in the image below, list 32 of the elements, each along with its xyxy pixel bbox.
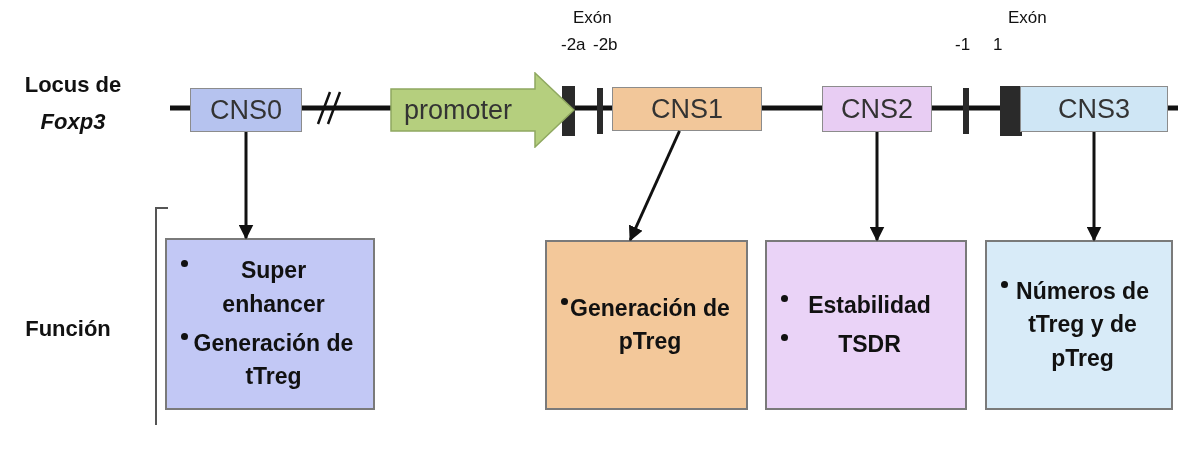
gene-element-box [1020, 86, 1168, 132]
row-label: Función [24, 315, 112, 343]
element-label: promoter [404, 94, 513, 126]
function-box [545, 240, 748, 410]
function-box [985, 240, 1173, 410]
exon-number: -2b [593, 35, 618, 55]
row-label: Locus de Foxp3 [23, 71, 123, 137]
arrow [869, 132, 885, 242]
function-text: Super enhancer [221, 256, 326, 319]
element-label: CNS0 [210, 94, 282, 126]
exon-label: Exón [1008, 8, 1047, 28]
element-label: CNS2 [841, 93, 913, 125]
element-label: CNS1 [651, 93, 723, 125]
exon-label: Exón [573, 8, 612, 28]
arrow [238, 132, 254, 240]
gene-element-box [822, 86, 932, 132]
exon-number: -2a [561, 35, 586, 55]
function-text: Generación de tTreg [192, 329, 355, 392]
function-box [165, 238, 375, 410]
exon-number: 1 [993, 35, 1003, 55]
exon-number: -1 [955, 35, 971, 55]
arrow [1086, 132, 1102, 242]
promoter-arrow [390, 72, 575, 148]
gene-element-box [190, 88, 302, 132]
gene-element-box [612, 87, 762, 131]
function-text: Generación de pTreg [569, 293, 731, 356]
function-box [765, 240, 967, 410]
function-text: Estabilidad [807, 290, 932, 320]
function-text: Números de tTreg y de pTreg [1015, 277, 1150, 373]
element-label: CNS3 [1058, 93, 1130, 125]
arrow [628, 130, 681, 242]
function-text: TSDR [837, 330, 902, 359]
